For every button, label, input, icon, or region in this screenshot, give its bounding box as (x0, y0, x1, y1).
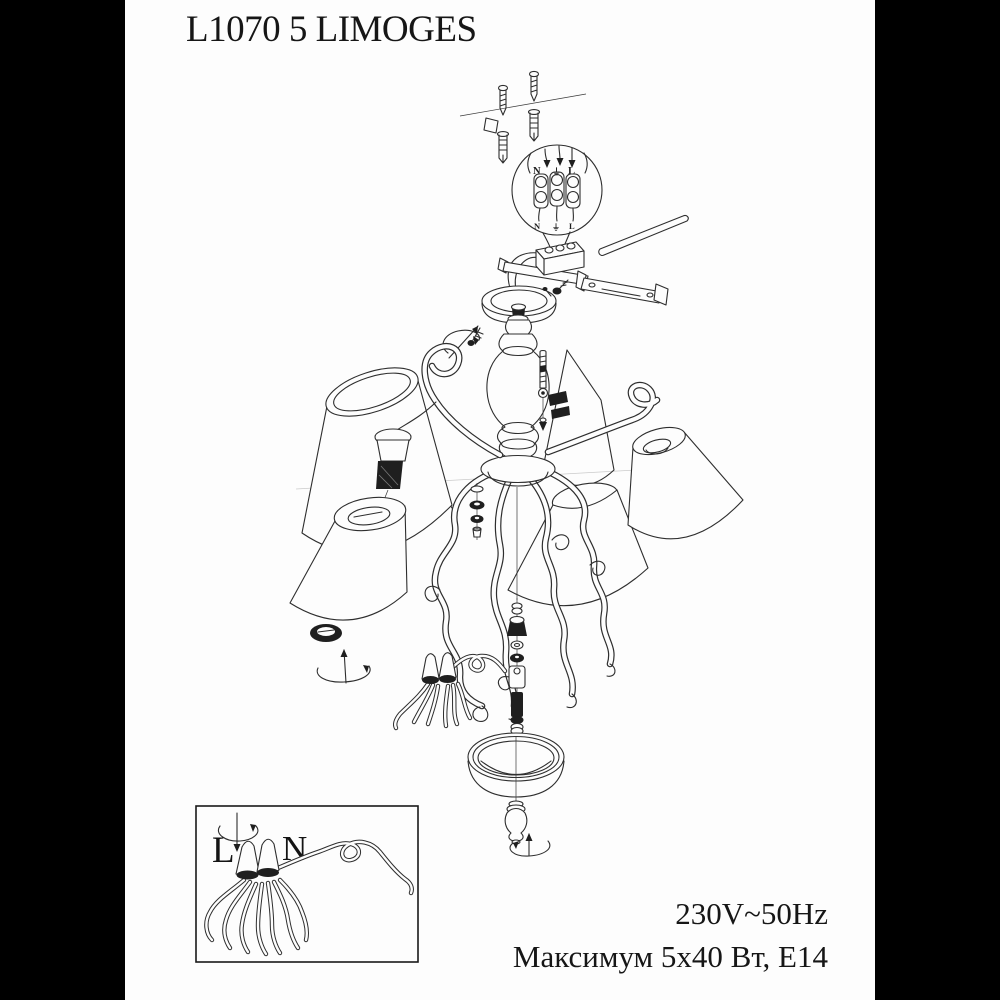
terminal-label-l: L (568, 166, 575, 177)
terminal-block-detail (533, 171, 581, 209)
wire-label-ground: ⏚ (552, 223, 560, 232)
retaining-ring (310, 624, 342, 642)
down-arrow-icon (568, 160, 576, 168)
inset-label-l: L (212, 830, 235, 871)
page-title: L1070 5 LIMOGES (186, 9, 477, 50)
wiring-detail-balloon: N ⏚ L N ⏚ L (511, 144, 603, 256)
lamp-shade-lower-left (289, 496, 408, 621)
bottom-bowl (467, 732, 565, 801)
connector-cap-icon (421, 653, 440, 684)
washer-stack (469, 483, 485, 540)
wire-label-n: N (534, 221, 541, 231)
connector-cap-icon (438, 652, 457, 683)
screw-icon (552, 279, 569, 295)
down-arrow-icon (543, 160, 551, 168)
arm-hub (480, 454, 556, 484)
right-arm-scroll (544, 381, 661, 456)
rotation-arrow-icon (509, 833, 551, 857)
ceiling-canopy (442, 285, 557, 359)
bracket-piece (575, 270, 669, 306)
down-arrow-icon (556, 158, 564, 166)
connector-cap-icon (256, 838, 280, 877)
wire-label-l: L (569, 221, 575, 231)
terminal-label-n: N (533, 166, 541, 177)
spec-block: 230V~50Hz Максимум 5x40 Вт, E14 (513, 892, 828, 978)
inset-wiring-box: L N (195, 805, 419, 963)
threaded-pin (537, 349, 549, 431)
rotation-arrow-icon (218, 812, 259, 852)
mounting-bracket-assembly (497, 214, 689, 308)
finial (504, 800, 528, 845)
spec-max-power: Максимум 5x40 Вт, E14 (512, 939, 828, 974)
lamp-shade-center (507, 482, 649, 607)
spec-voltage: 230V~50Hz (675, 896, 828, 931)
mounting-screws-and-anchors (459, 70, 587, 164)
down-arrow-icon (539, 422, 547, 431)
canopy-screw (467, 327, 484, 346)
screw-icon (497, 84, 509, 116)
threaded-rod (598, 214, 689, 256)
down-arrow-icon (233, 844, 241, 852)
wire-bundle (393, 652, 508, 731)
chandelier-arms (424, 391, 616, 723)
wall-plug-icon (496, 131, 510, 164)
wire-connector (508, 665, 526, 689)
lamp-shade-right (627, 426, 744, 540)
center-column (480, 314, 556, 600)
wall-plug-icon (527, 109, 541, 142)
left-arm-and-socket (335, 343, 504, 621)
small-parts-chain (497, 598, 527, 736)
up-arrow-icon (525, 833, 533, 841)
rotation-arrow-icon (316, 649, 371, 684)
threaded-tube (511, 692, 523, 717)
screw-icon (528, 70, 540, 102)
connector-cap-icon (235, 840, 260, 880)
